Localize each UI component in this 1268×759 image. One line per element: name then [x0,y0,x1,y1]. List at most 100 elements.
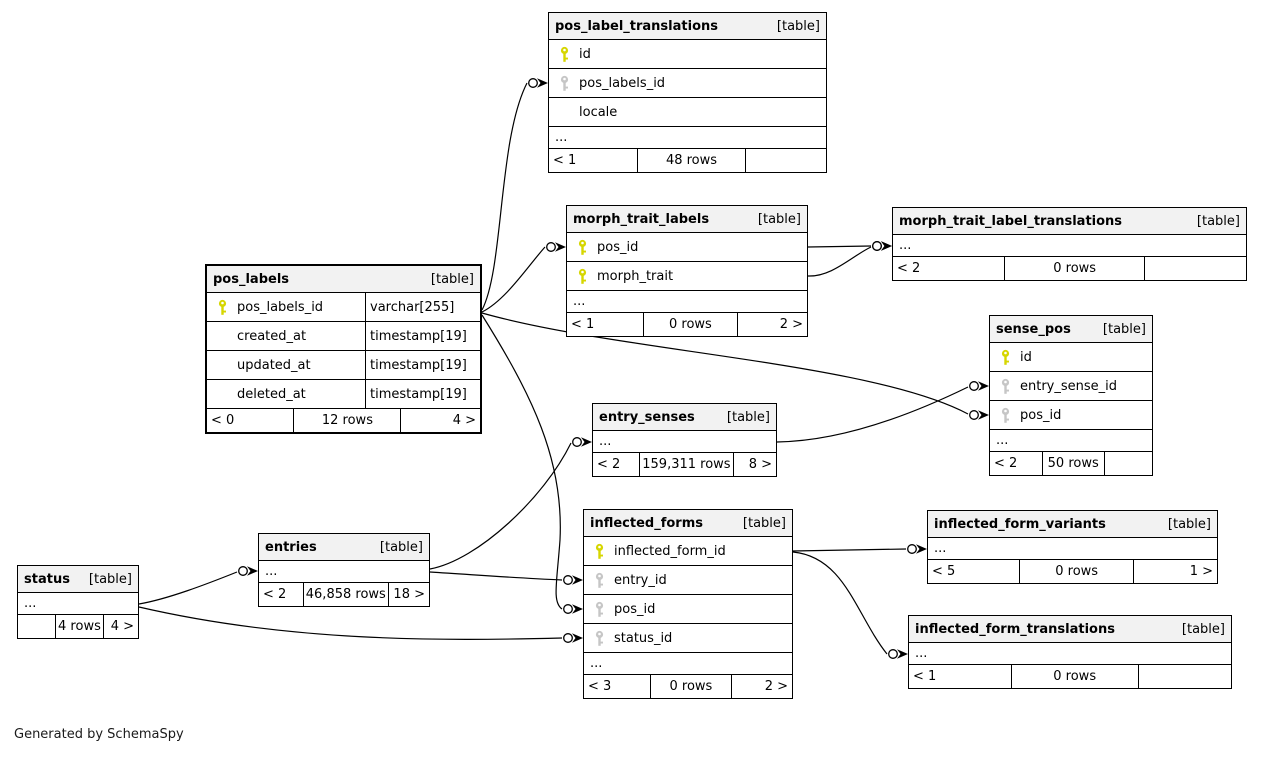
foreign-key-icon [1001,378,1009,394]
row-count: 50 rows [1041,452,1104,475]
row-count: 0 rows [1019,560,1132,583]
column-name: pos_id [1020,407,1062,423]
relationship-entry_senses-to-sense_pos-entry_sense_id [776,381,989,443]
ellipsis-row: ... [567,291,807,313]
foreign-key-icon [595,572,603,588]
foreign-key-icon [595,630,603,646]
column-name: entry_id [614,572,667,588]
table-tag: [table] [88,571,132,587]
primary-key-icon [560,46,568,62]
row-count: 0 rows [643,313,737,336]
column-name: pos_labels_id [579,75,666,91]
table-inflected_form_translations[interactable]: inflected_form_translations[table]...< 1… [908,615,1232,689]
table-name[interactable]: morph_trait_labels [573,211,710,227]
table-name[interactable]: morph_trait_label_translations [899,213,1123,229]
row-count: 159,311 rows [639,453,732,476]
relationship-entries-to-entry_senses [429,437,592,570]
key-icon-slot [584,537,614,565]
column-row-pos_labels_id: pos_labels_id [549,69,826,98]
row-count: 0 rows [1010,665,1138,688]
column-type: timestamp[19] [365,351,480,379]
children-count: 4 > [400,409,480,432]
table-tag: [table] [757,211,801,227]
column-name: status_id [614,630,673,646]
key-icon-slot [549,98,579,126]
table-name[interactable]: inflected_form_translations [915,621,1115,637]
parents-count: < 0 [211,413,235,428]
key-icon-slot [207,351,237,379]
column-name: created_at [237,328,307,344]
row-count: 48 rows [636,149,746,172]
row-count: 4 rows [55,615,103,638]
column-row-pos_id: pos_id [990,401,1152,430]
column-row-morph_trait: morph_trait [567,262,807,291]
column-type: varchar[255] [365,293,480,321]
column-row-entry_sense_id: entry_sense_id [990,372,1152,401]
ellipsis-row: ... [593,431,776,453]
table-morph_trait_label_translations[interactable]: morph_trait_label_translations[table]...… [892,207,1247,281]
column-name: entry_sense_id [1020,378,1118,394]
ellipsis-row: ... [584,653,792,675]
key-icon-slot [584,566,614,594]
table-name[interactable]: sense_pos [996,321,1071,337]
column-row-pos_id: pos_id [567,233,807,262]
children-count [1137,665,1231,688]
table-morph_trait_labels[interactable]: morph_trait_labels [table] pos_id morph_tra… [566,205,808,337]
parents-count [18,615,55,638]
table-header: morph_trait_label_translations[table] [893,208,1246,235]
table-name[interactable]: entry_senses [599,409,695,425]
key-icon-slot [990,343,1020,371]
ellipsis-row: ... [18,593,138,615]
column-name: id [579,46,591,62]
table-header: status [table] [18,566,138,593]
table-name[interactable]: inflected_form_variants [934,516,1106,532]
table-header: inflected_form_variants[table] [928,511,1217,538]
column-row-inflected_form_id: inflected_form_id [584,537,792,566]
table-name[interactable]: status [24,571,70,587]
key-icon-slot [567,262,597,290]
row-count: 46,858 rows [302,583,388,606]
table-header: inflected_form_translations[table] [909,616,1231,643]
column-row-id: id [990,343,1152,372]
column-row-locale: locale [549,98,826,127]
foreign-key-icon [595,601,603,617]
column-name: updated_at [237,357,311,373]
column-name: morph_trait [597,268,674,284]
key-icon-slot [990,372,1020,400]
table-name[interactable]: inflected_forms [590,515,703,531]
relationship-pos_labels-pos_labels_id-to-morph_trait_labels-pos_id [481,242,566,313]
parents-count: < 5 [932,564,956,579]
primary-key-icon [595,543,603,559]
key-icon-slot [584,595,614,623]
table-header: entries[table] [259,534,429,561]
table-name[interactable]: pos_label_translations [555,18,718,34]
relationship-pos_labels-pos_labels_id-to-inflected_forms-pos_id [481,314,583,614]
parents-count: < 2 [897,261,921,276]
primary-key-icon [218,299,226,315]
column-name: inflected_form_id [614,543,726,559]
key-icon-slot [549,69,579,97]
table-header: inflected_forms[table] [584,510,792,537]
children-count: 2 > [736,313,807,336]
table-name[interactable]: entries [265,539,317,555]
relationship-inflected_forms-inflected_form_id-to-inflected_form_variants [792,544,927,554]
table-header: entry_senses [table] [593,404,776,431]
ellipsis-row: ... [259,561,429,583]
row-count: 0 rows [1004,257,1143,280]
table-name[interactable]: pos_labels [213,271,290,287]
table-tag: [table] [726,409,770,425]
